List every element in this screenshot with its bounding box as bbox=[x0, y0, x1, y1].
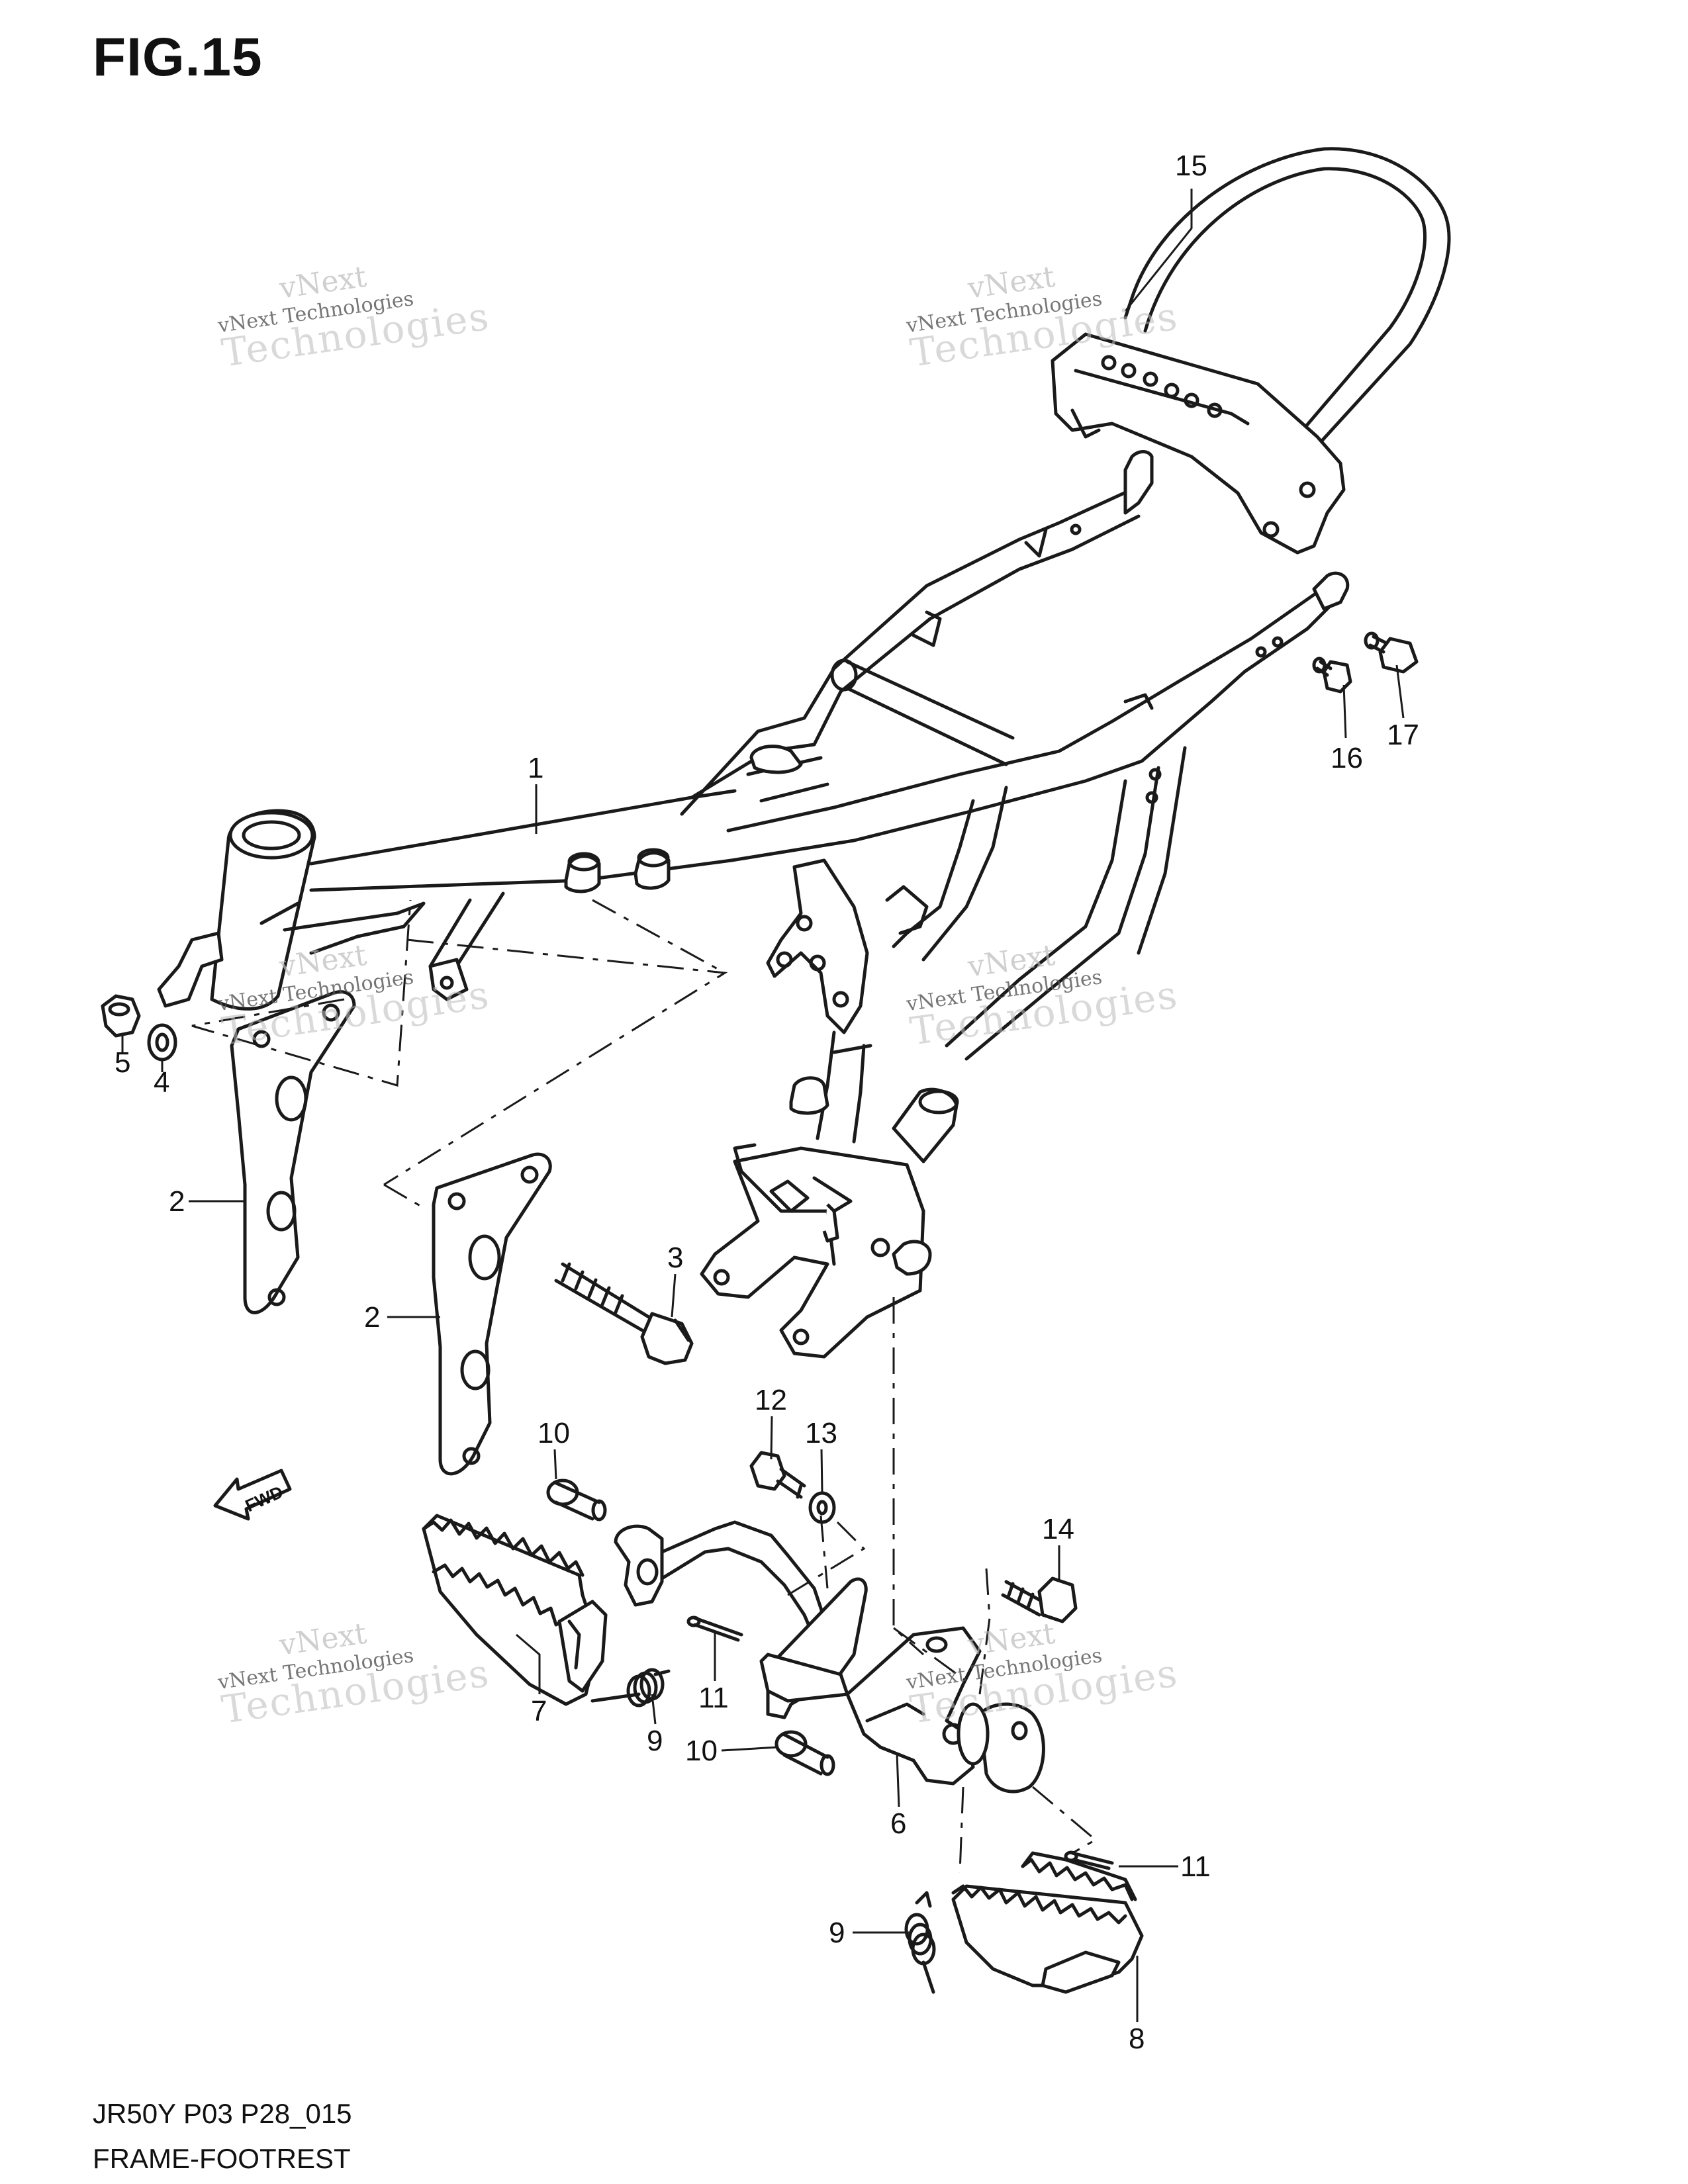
main-frame bbox=[157, 450, 1350, 1359]
bolt-16 bbox=[1312, 657, 1352, 694]
callout-labels: 15 1 16 17 5 4 2 2 3 10 12 13 14 7 11 9 … bbox=[115, 150, 1419, 2055]
callout-11-lower: 11 bbox=[1180, 1850, 1211, 1883]
cotter-pin-upper bbox=[686, 1615, 743, 1642]
callout-16: 16 bbox=[1331, 742, 1363, 774]
assembly-lines bbox=[191, 899, 1098, 1874]
callout-5: 5 bbox=[115, 1046, 130, 1079]
callout-2-right: 2 bbox=[364, 1301, 380, 1334]
leader-lines bbox=[121, 189, 1405, 2022]
callout-9-lower: 9 bbox=[829, 1917, 845, 1949]
callout-2-left: 2 bbox=[169, 1185, 185, 1218]
mount-bolt bbox=[554, 1262, 694, 1365]
callout-15: 15 bbox=[1175, 150, 1207, 182]
footpeg-left bbox=[422, 1514, 608, 1706]
footrest-bracket bbox=[614, 1520, 1045, 1794]
footpeg-right bbox=[951, 1851, 1144, 1994]
callout-11-upper: 11 bbox=[698, 1682, 729, 1714]
small-bolt bbox=[749, 1451, 806, 1499]
engine-mount-plate-left bbox=[230, 990, 356, 1314]
return-spring-upper bbox=[590, 1668, 671, 1707]
callout-6: 6 bbox=[890, 1807, 906, 1840]
callout-13: 13 bbox=[805, 1417, 837, 1449]
callout-17: 17 bbox=[1387, 719, 1419, 751]
callout-8: 8 bbox=[1129, 2023, 1145, 2055]
callout-12: 12 bbox=[755, 1384, 787, 1416]
callout-1: 1 bbox=[528, 752, 543, 784]
footrest-bolt bbox=[1001, 1576, 1078, 1623]
diagram-code: JR50Y P03 P28_015 bbox=[93, 2098, 352, 2129]
figure-title: FIG.15 bbox=[93, 27, 263, 87]
small-washer bbox=[808, 1491, 836, 1524]
footrest-pin-upper bbox=[546, 1479, 607, 1522]
fwd-arrow-icon: FWD bbox=[213, 1469, 292, 1521]
diagram-name: FRAME-FOOTREST bbox=[93, 2143, 351, 2174]
footrest-pin-lower bbox=[774, 1730, 835, 1776]
callout-3: 3 bbox=[667, 1242, 683, 1274]
callout-10-upper: 10 bbox=[538, 1417, 570, 1449]
nut bbox=[101, 994, 141, 1038]
callout-9-upper: 9 bbox=[647, 1725, 663, 1757]
callout-10-lower: 10 bbox=[685, 1735, 718, 1767]
washer bbox=[147, 1023, 177, 1062]
callout-7: 7 bbox=[531, 1695, 547, 1727]
return-spring-lower bbox=[904, 1891, 936, 1994]
callout-14: 14 bbox=[1042, 1513, 1074, 1545]
engine-mount-plate-right bbox=[432, 1152, 552, 1476]
rear-grab-bar bbox=[1051, 147, 1451, 555]
bolt-17 bbox=[1364, 631, 1419, 674]
callout-4: 4 bbox=[154, 1066, 169, 1099]
